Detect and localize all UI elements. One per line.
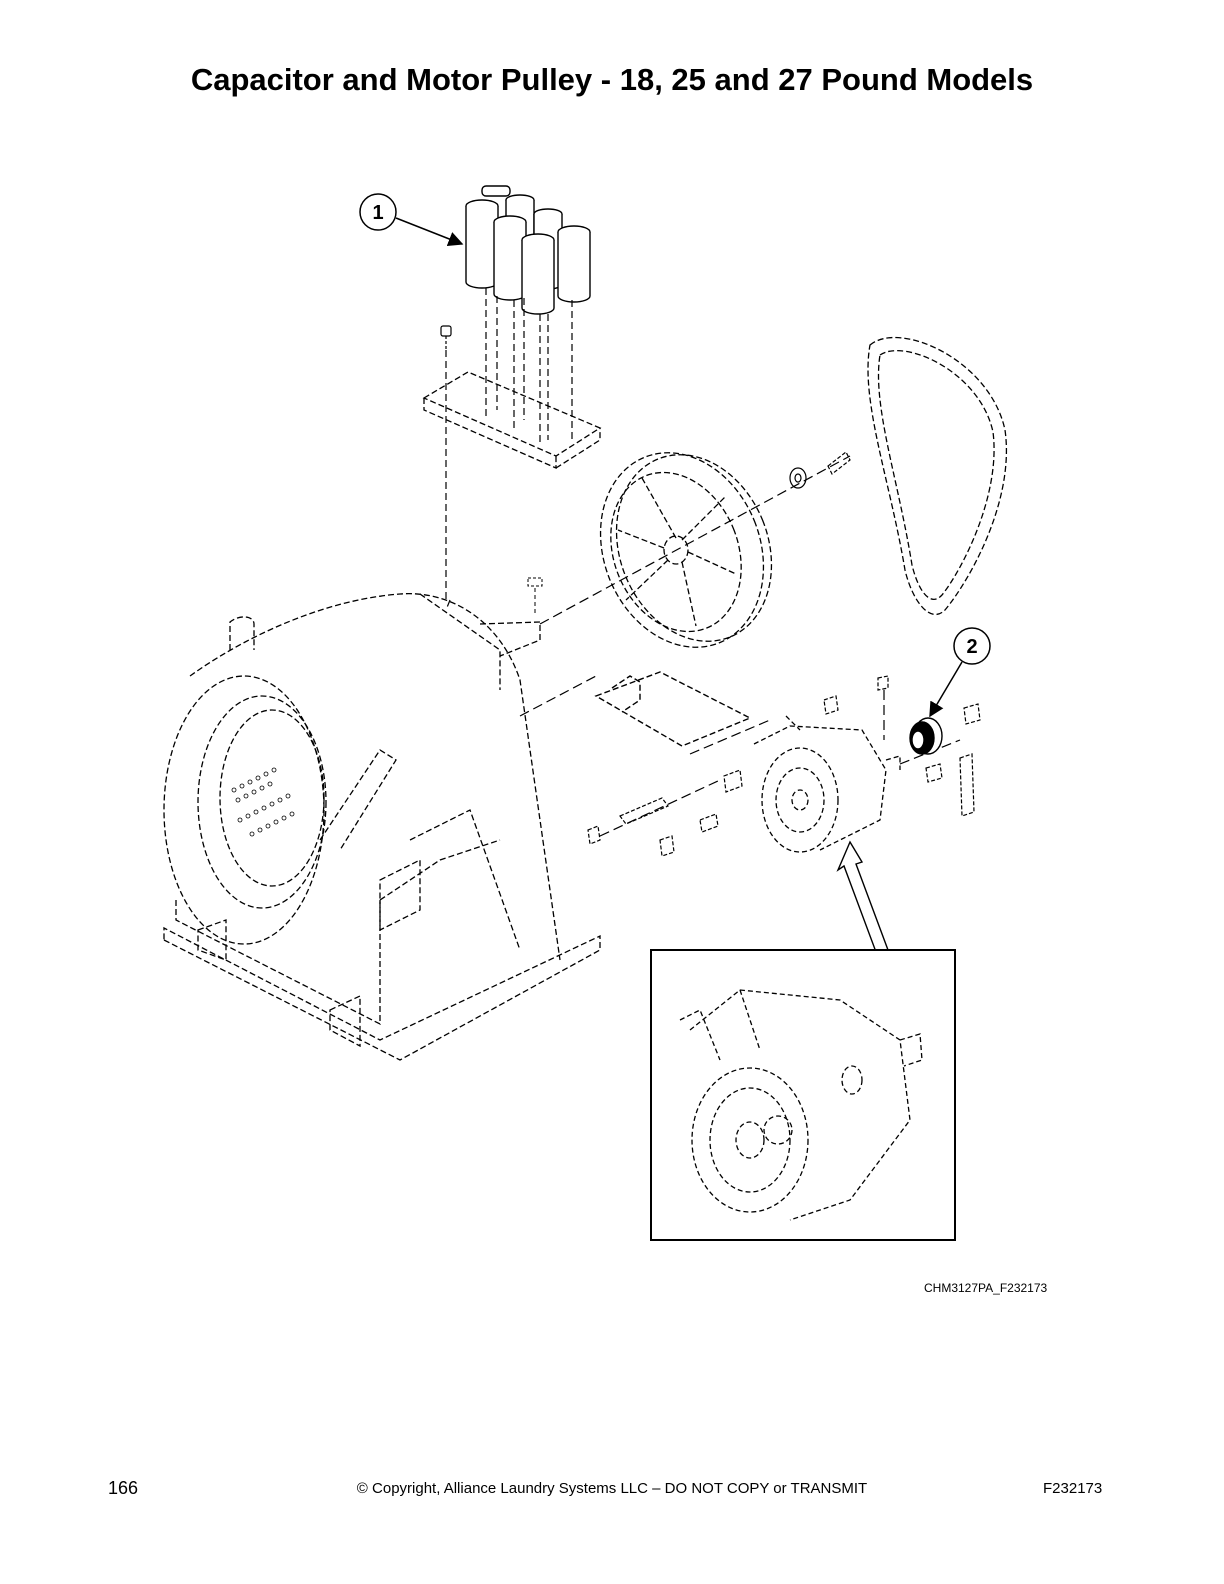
copyright-notice: © Copyright, Alliance Laundry Systems LL… bbox=[356, 1480, 868, 1497]
dryer-frame bbox=[163, 593, 601, 1061]
mount-lines bbox=[519, 675, 771, 755]
capacitor bbox=[493, 215, 527, 301]
capacitor-bracket bbox=[422, 371, 602, 469]
drive-belt bbox=[867, 336, 1007, 616]
callout-1: 1 bbox=[359, 193, 464, 247]
detail-inset bbox=[650, 949, 956, 1241]
axis-line bbox=[539, 455, 851, 625]
detail-arrow bbox=[836, 840, 889, 953]
capacitor bbox=[465, 199, 499, 289]
callout-2-label: 2 bbox=[966, 636, 977, 658]
drum-perforations bbox=[231, 767, 295, 837]
figure-code: CHM3127PA_F232173 bbox=[924, 1281, 1048, 1295]
capacitor-group bbox=[465, 185, 591, 315]
drum-pulley bbox=[599, 452, 773, 648]
alignment-lines bbox=[445, 288, 573, 611]
motor bbox=[753, 715, 901, 853]
motor-hardware bbox=[587, 675, 981, 857]
page-title: Capacitor and Motor Pulley - 18, 25 and … bbox=[190, 62, 1034, 97]
motor-mount-plate bbox=[594, 671, 752, 747]
capacitor bbox=[481, 185, 511, 197]
shaft-key bbox=[527, 577, 543, 587]
capacitor bbox=[521, 233, 555, 315]
screw bbox=[440, 325, 452, 350]
bolt bbox=[827, 451, 851, 475]
page-number: 166 bbox=[108, 1478, 139, 1498]
callout-2: 2 bbox=[929, 627, 991, 718]
callout-1-label: 1 bbox=[372, 202, 383, 224]
capacitor bbox=[557, 225, 591, 303]
motor-pulley bbox=[909, 717, 943, 755]
washer bbox=[789, 467, 807, 489]
motor-lines bbox=[599, 690, 961, 837]
document-id: F232173 bbox=[1043, 1480, 1103, 1497]
